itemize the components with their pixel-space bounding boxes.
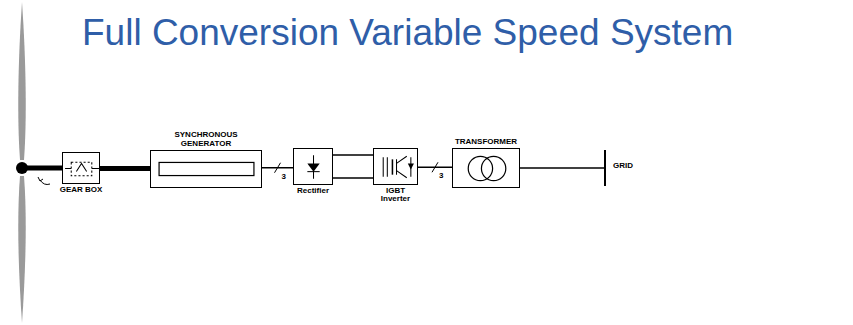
component-symbol bbox=[453, 149, 519, 187]
inverter-box: IGBT Inverter bbox=[373, 148, 418, 185]
wire-segment bbox=[333, 154, 373, 156]
generator-box: SYNCHRONOUS GENERATOR bbox=[150, 150, 262, 188]
component-symbol bbox=[294, 149, 332, 184]
wire-segment bbox=[100, 166, 150, 171]
component-symbol bbox=[63, 153, 99, 183]
component-label: SYNCHRONOUS GENERATOR bbox=[167, 131, 245, 148]
connector bbox=[262, 163, 293, 173]
rectifier-box: Rectifier bbox=[293, 148, 333, 185]
component-symbol bbox=[151, 151, 261, 187]
component-symbol bbox=[374, 149, 417, 184]
turbine-blade bbox=[18, 2, 25, 160]
rotation-arrow bbox=[38, 177, 43, 181]
connector bbox=[418, 162, 452, 172]
turbine-blade bbox=[18, 176, 25, 323]
grid-wire bbox=[520, 167, 605, 169]
component-label: Rectifier bbox=[283, 187, 343, 195]
gearbox-box: GEAR BOX bbox=[62, 152, 100, 184]
grid-label: GRID bbox=[612, 162, 634, 170]
phase-count: 3 bbox=[281, 173, 287, 181]
wire-segment bbox=[432, 162, 438, 172]
connector bbox=[100, 168, 150, 169]
component-label: TRANSFORMER bbox=[446, 138, 526, 146]
rotation-arrow bbox=[40, 180, 50, 185]
main-shaft bbox=[22, 166, 62, 171]
grid-bus bbox=[604, 150, 606, 186]
diagram-title: Full Conversion Variable Speed System bbox=[82, 12, 733, 54]
connector bbox=[333, 155, 373, 178]
wire-segment bbox=[333, 177, 373, 179]
component-label: IGBT Inverter bbox=[376, 187, 416, 204]
wire-segment bbox=[275, 163, 281, 173]
phase-count: 3 bbox=[438, 172, 444, 180]
transformer-box: TRANSFORMER bbox=[452, 148, 520, 188]
component-label: GEAR BOX bbox=[51, 186, 111, 194]
